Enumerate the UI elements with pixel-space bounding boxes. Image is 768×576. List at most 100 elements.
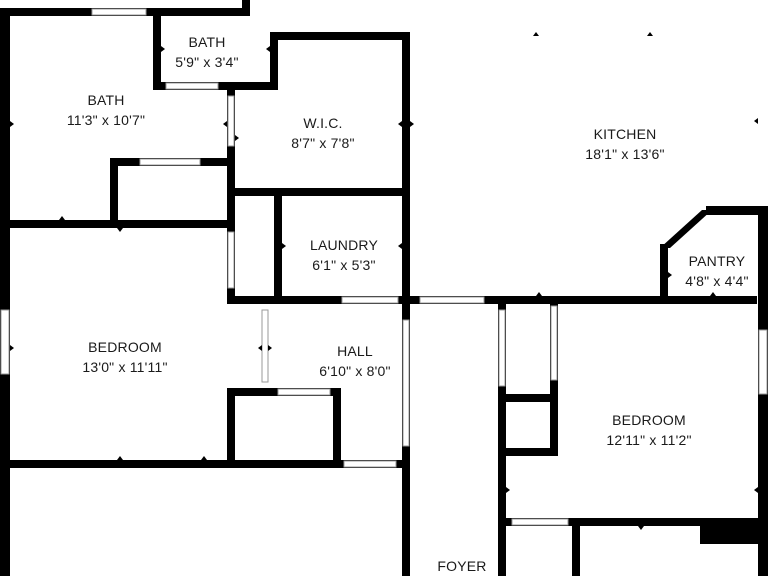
door-bath bbox=[227, 95, 235, 147]
room-name: HALL bbox=[337, 343, 373, 359]
tick bbox=[258, 345, 262, 351]
door-closet-right bbox=[550, 305, 558, 381]
room-name: BATH bbox=[188, 34, 226, 50]
room-name: LAUNDRY bbox=[309, 237, 379, 253]
room-dimensions: 6'1" x 5'3" bbox=[312, 257, 376, 273]
wall-pantry-diagonal bbox=[660, 210, 712, 248]
tick bbox=[647, 32, 653, 36]
room-label-bath-small: BATH 5'9" x 3'4" bbox=[175, 32, 238, 72]
room-name: FOYER bbox=[437, 558, 487, 574]
room-dimensions: 12'11" x 11'2" bbox=[606, 432, 692, 448]
tick bbox=[410, 121, 414, 127]
room-label-pantry: PANTRY 4'8" x 4'4" bbox=[685, 251, 748, 291]
room-label-hall: HALL 6'10" x 8'0" bbox=[319, 341, 390, 381]
wall-top-stub bbox=[242, 0, 250, 16]
wall-laundry-left bbox=[274, 188, 282, 304]
tick bbox=[10, 345, 14, 351]
tick bbox=[117, 456, 123, 460]
tick bbox=[710, 292, 716, 296]
room-dimensions: 13'0" x 11'11" bbox=[82, 359, 168, 375]
tick bbox=[201, 456, 207, 460]
room-name: BEDROOM bbox=[612, 412, 686, 428]
room-dimensions: 8'7" x 7'8" bbox=[291, 135, 355, 151]
door-hall-closet bbox=[277, 388, 331, 396]
room-label-laundry: LAUNDRY 6'1" x 5'3" bbox=[310, 235, 378, 275]
door-kitchen bbox=[419, 296, 485, 304]
room-name: BEDROOM bbox=[88, 339, 162, 355]
tick bbox=[65, 12, 71, 16]
tick bbox=[117, 228, 123, 232]
wall-left-outer bbox=[0, 8, 10, 576]
room-dimensions: 18'1" x 13'6" bbox=[585, 146, 665, 162]
tick bbox=[235, 135, 239, 141]
door-hall-right bbox=[402, 319, 410, 447]
wall-laundry-bottom bbox=[227, 296, 757, 304]
room-name: KITCHEN bbox=[593, 126, 657, 142]
room-label-bedroom-right: BEDROOM 12'11" x 11'2" bbox=[606, 410, 691, 450]
tick bbox=[161, 46, 165, 52]
wall-pantry-left bbox=[660, 244, 668, 304]
wall-wic-right bbox=[402, 32, 410, 308]
wall-bottom-closet-divider bbox=[572, 518, 580, 576]
tick bbox=[336, 188, 342, 192]
wall-pantry-top bbox=[706, 206, 768, 215]
wall-closet-right-top bbox=[498, 394, 558, 402]
room-dimensions: 6'10" x 8'0" bbox=[319, 363, 391, 379]
room-label-wic: W.I.C. 8'7" x 7'8" bbox=[291, 113, 354, 153]
room-dimensions: 4'8" x 4'4" bbox=[685, 273, 749, 289]
tick bbox=[506, 487, 510, 493]
dimension-ticks bbox=[10, 12, 758, 530]
tick bbox=[223, 121, 227, 127]
tick bbox=[754, 487, 758, 493]
wall-foyer-right bbox=[498, 296, 506, 576]
room-label-kitchen: KITCHEN 18'1" x 13'6" bbox=[585, 124, 664, 164]
tick bbox=[398, 243, 402, 249]
tick bbox=[266, 46, 270, 52]
room-name: BATH bbox=[87, 92, 125, 108]
tick bbox=[282, 243, 286, 249]
wall-closet-box-right bbox=[333, 388, 341, 468]
room-dimensions: 11'3" x 10'7" bbox=[66, 112, 146, 128]
window-right bbox=[758, 329, 768, 395]
tick bbox=[336, 192, 342, 196]
wall-bottom-right-block bbox=[700, 518, 768, 544]
room-dimensions: 5'9" x 3'4" bbox=[175, 54, 239, 70]
wall-bedroom-right-bottom bbox=[498, 518, 768, 526]
room-label-foyer: FOYER bbox=[437, 556, 486, 576]
tick bbox=[536, 292, 542, 296]
tick bbox=[10, 121, 14, 127]
wall-wic-top bbox=[270, 32, 410, 40]
door-small-bath bbox=[165, 82, 219, 90]
door-bottom-closet bbox=[511, 518, 569, 526]
wall-closet-left bbox=[110, 158, 118, 228]
tick bbox=[638, 526, 644, 530]
wall-closet-box-left bbox=[227, 388, 235, 468]
tick bbox=[59, 216, 65, 220]
door-laundry bbox=[341, 296, 399, 304]
wall-small-bath-left bbox=[153, 14, 161, 88]
wall-small-bath-right bbox=[270, 32, 278, 90]
wall-closet-right-bottom bbox=[498, 448, 558, 456]
door-linen bbox=[227, 231, 235, 289]
room-label-bedroom-left: BEDROOM 13'0" x 11'11" bbox=[82, 337, 167, 377]
door-hall-bottom bbox=[343, 460, 397, 468]
window-left bbox=[0, 309, 10, 375]
wall-bath-bottom bbox=[0, 220, 235, 228]
tick bbox=[668, 272, 672, 278]
tick bbox=[268, 345, 272, 351]
tick bbox=[205, 12, 211, 16]
room-name: W.I.C. bbox=[303, 115, 343, 131]
tick bbox=[336, 36, 342, 40]
door-bedroom-right bbox=[498, 309, 506, 387]
window-closet bbox=[139, 158, 201, 166]
room-name: PANTRY bbox=[688, 253, 746, 269]
tick bbox=[398, 121, 402, 127]
wall-bedroom-left-bottom bbox=[0, 460, 410, 468]
tick bbox=[754, 118, 758, 124]
room-label-bath: BATH 11'3" x 10'7" bbox=[67, 90, 145, 130]
windows bbox=[0, 8, 768, 395]
window-top bbox=[91, 8, 147, 16]
